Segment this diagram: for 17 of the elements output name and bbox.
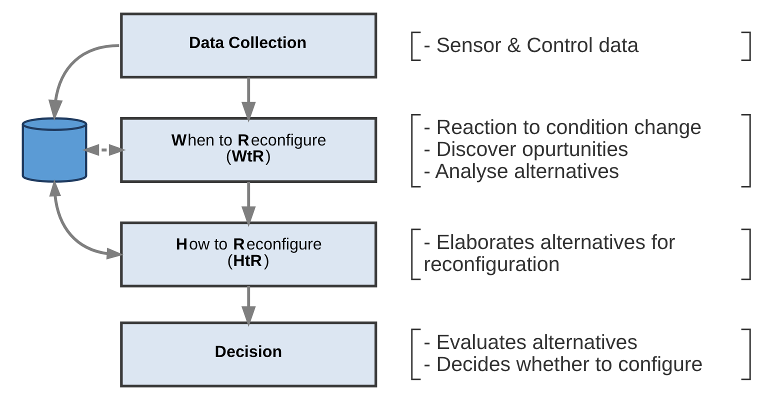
node-label: - Discover opurtunities xyxy=(424,138,628,162)
node-box: When to Reconfigure (WtR) xyxy=(120,117,378,183)
node-label: - Reaction to condition change xyxy=(424,116,702,140)
node-label: - Analyse alternatives xyxy=(424,160,620,184)
node-label: - Sensor & Control data xyxy=(424,34,639,57)
arrow xyxy=(49,179,124,260)
arrow xyxy=(241,286,256,327)
arrow xyxy=(241,78,256,123)
node-box: How to Reconfigure (HtR) xyxy=(120,221,378,288)
node-label: - Decides whether to configure xyxy=(424,352,703,376)
arrow xyxy=(48,44,120,121)
arrow xyxy=(82,144,126,156)
node-box: Data Collection xyxy=(120,12,378,79)
node-label: - Evaluates alternatives xyxy=(424,330,638,354)
arrow xyxy=(241,182,256,227)
node-label: - Elaborates alternatives for reconfiguration xyxy=(424,230,676,276)
node-box: Decision xyxy=(120,321,378,388)
